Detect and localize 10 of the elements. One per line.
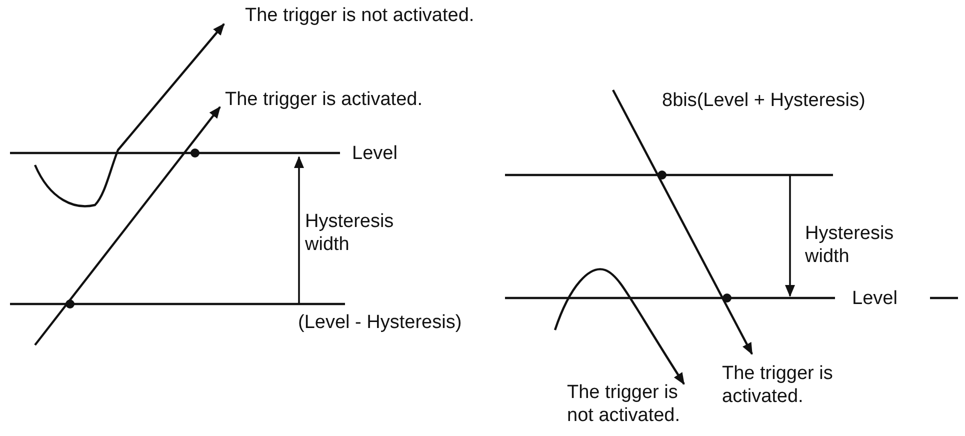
threshold-label: 8bis(Level + Hysteresis) [662, 89, 866, 112]
dimension-label: Hysteresis width [805, 222, 895, 268]
dimension-label: Hysteresis width [305, 210, 395, 256]
level-label: Level [352, 142, 398, 165]
status-text: The trigger is not activated. [567, 381, 682, 427]
status-text: The trigger is activated. [722, 362, 834, 408]
level-label: Level [852, 287, 898, 310]
status-text: The trigger is activated. [225, 88, 422, 111]
status-text: The trigger is not activated. [245, 4, 474, 27]
threshold-label: (Level - Hysteresis) [298, 311, 462, 334]
